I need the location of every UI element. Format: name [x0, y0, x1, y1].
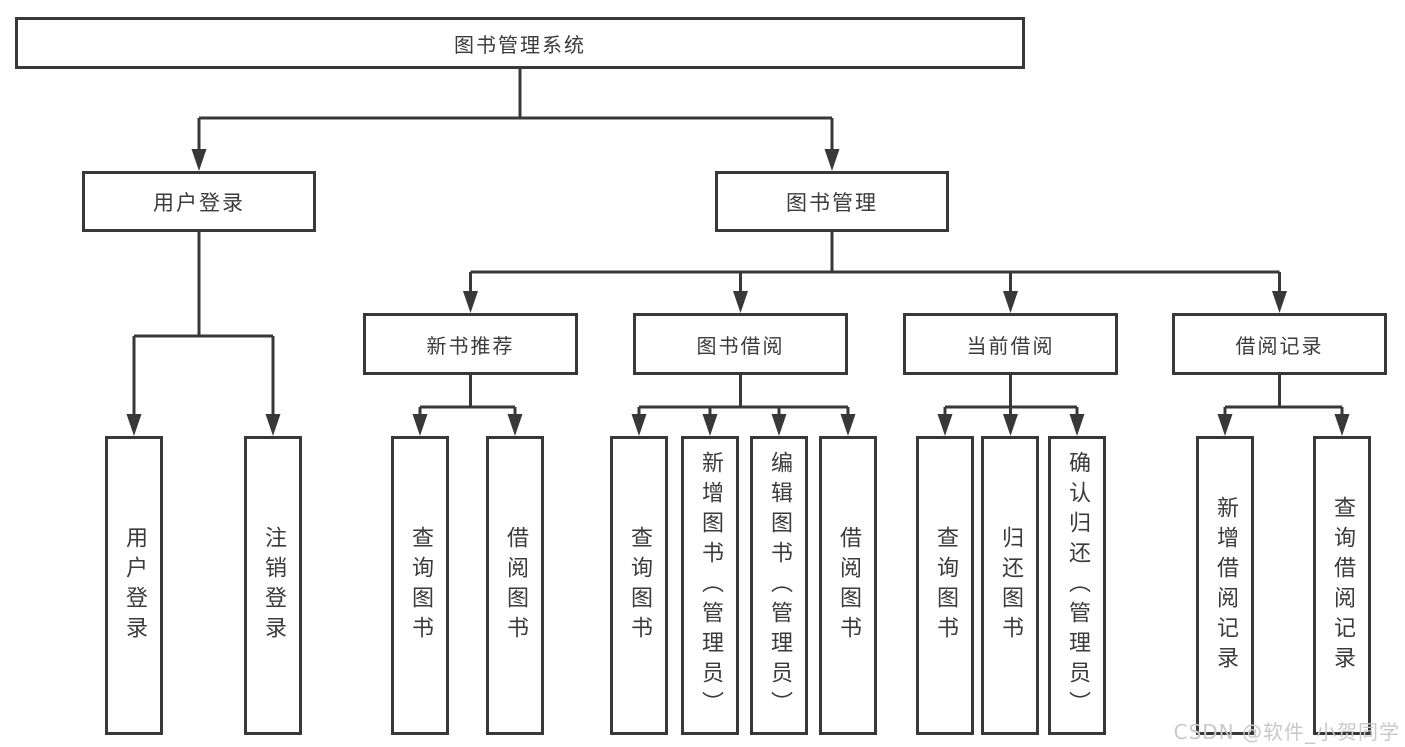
node-book-borrowing-label: 图书借阅 — [696, 333, 785, 358]
leaf-query-books-current: 查询图书 — [916, 436, 974, 735]
node-book-management-label: 图书管理 — [786, 190, 878, 215]
leaf-query-borrow-record-label: 查询借阅记录 — [1330, 495, 1355, 676]
leaf-query-books-current-label: 查询图书 — [933, 525, 958, 646]
leaf-borrow-books-borrowing-label: 借阅图书 — [836, 525, 861, 646]
leaf-edit-book-admin: 编辑图书（管理员） — [750, 436, 808, 735]
node-current-borrowing-label: 当前借阅 — [966, 333, 1055, 358]
node-user-login-label: 用户登录 — [153, 190, 245, 215]
node-user-login: 用户登录 — [82, 171, 316, 232]
leaf-add-book-admin-label: 新增图书（管理员） — [698, 450, 723, 721]
leaf-query-borrow-record: 查询借阅记录 — [1313, 436, 1371, 735]
leaf-add-borrow-record-label: 新增借阅记录 — [1213, 495, 1238, 676]
node-new-book-recommend-label: 新书推荐 — [426, 333, 515, 358]
node-new-book-recommend: 新书推荐 — [363, 313, 578, 375]
node-book-management: 图书管理 — [715, 171, 949, 232]
node-borrowing-records: 借阅记录 — [1172, 313, 1387, 375]
leaf-query-books-recommend-label: 查询图书 — [408, 525, 433, 646]
node-borrowing-records-label: 借阅记录 — [1235, 333, 1324, 358]
node-book-borrowing: 图书借阅 — [633, 313, 848, 375]
leaf-add-borrow-record: 新增借阅记录 — [1196, 436, 1254, 735]
csdn-watermark: CSDN @软件_小贺同学 — [1173, 720, 1400, 744]
leaf-confirm-return-admin: 确认归还（管理员） — [1048, 436, 1106, 735]
leaf-return-book-label: 归还图书 — [998, 525, 1023, 646]
node-library-system: 图书管理系统 — [15, 17, 1025, 69]
leaf-logout: 注销登录 — [244, 436, 302, 735]
leaf-borrow-books-recommend-label: 借阅图书 — [503, 525, 528, 646]
leaf-query-books-borrowing: 查询图书 — [610, 436, 668, 735]
leaf-query-books-borrowing-label: 查询图书 — [627, 525, 652, 646]
node-current-borrowing: 当前借阅 — [903, 313, 1118, 375]
leaf-borrow-books-recommend: 借阅图书 — [486, 436, 544, 735]
leaf-borrow-books-borrowing: 借阅图书 — [819, 436, 877, 735]
leaf-logout-label: 注销登录 — [261, 525, 286, 646]
leaf-user-login: 用户登录 — [105, 436, 163, 735]
leaf-return-book: 归还图书 — [981, 436, 1039, 735]
leaf-edit-book-admin-label: 编辑图书（管理员） — [767, 450, 792, 721]
leaf-query-books-recommend: 查询图书 — [391, 436, 449, 735]
leaf-user-login-label: 用户登录 — [122, 525, 147, 646]
leaf-confirm-return-admin-label: 确认归还（管理员） — [1065, 450, 1090, 721]
leaf-add-book-admin: 新增图书（管理员） — [681, 436, 739, 735]
node-library-system-label: 图书管理系统 — [454, 32, 586, 57]
